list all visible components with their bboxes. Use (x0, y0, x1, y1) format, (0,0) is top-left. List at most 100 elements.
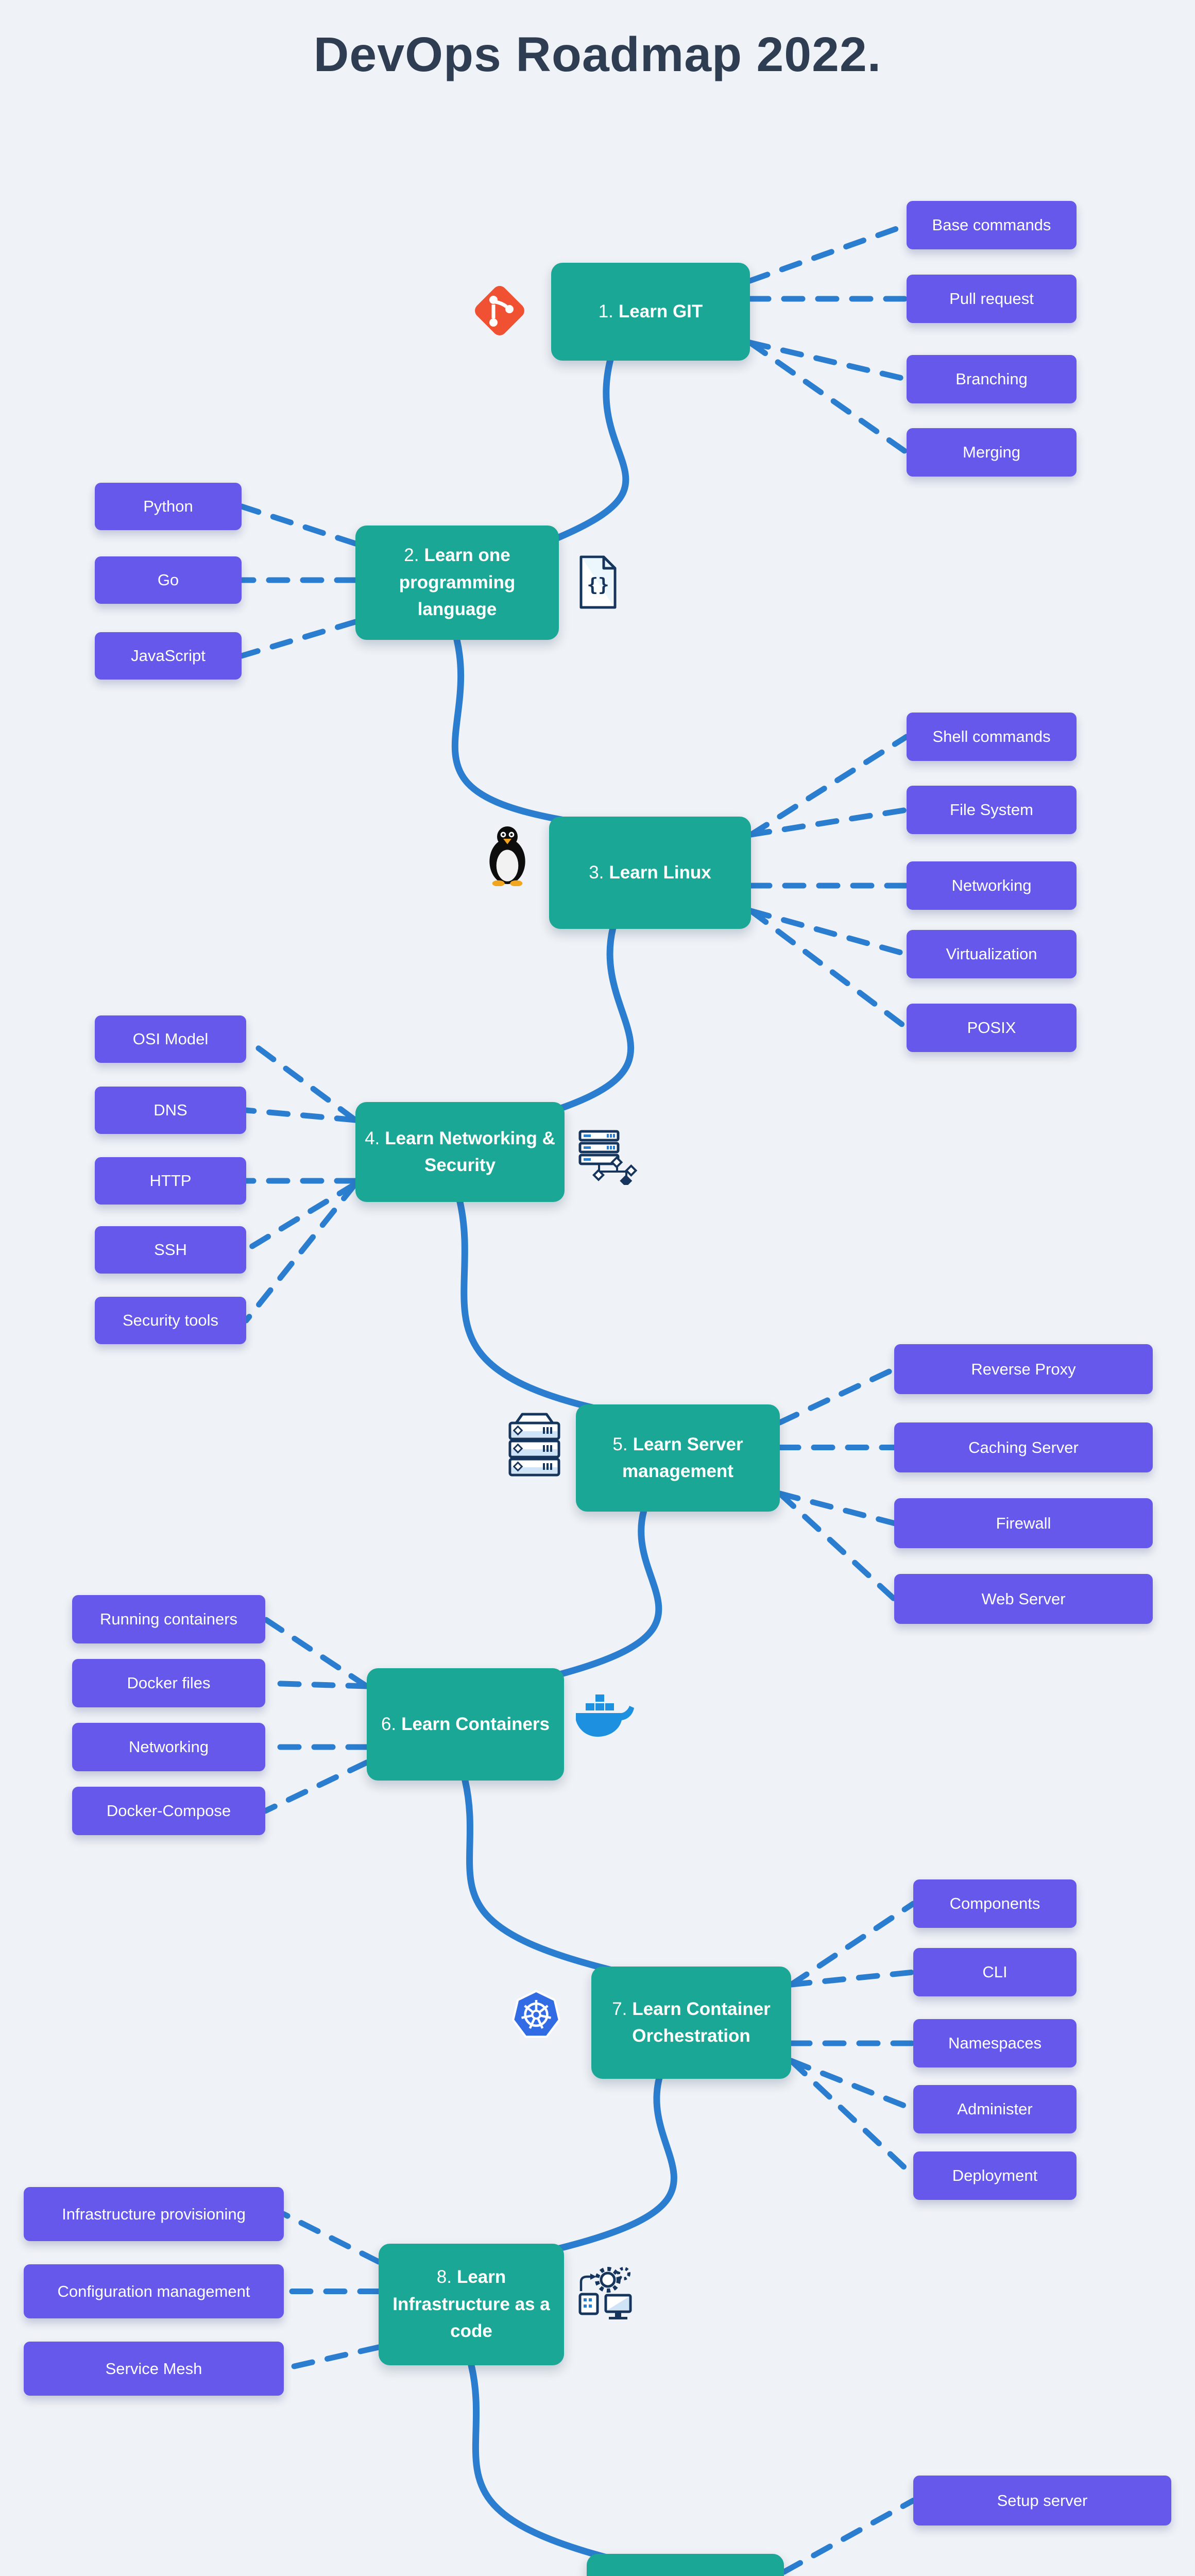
satellite-web-server: Web Server (894, 1574, 1153, 1624)
satellite-label: Go (157, 571, 179, 589)
satellite-label: Docker files (127, 1674, 211, 1692)
satellite-label: Security tools (122, 1311, 219, 1329)
node-learn-containers: 6.Learn Containers (367, 1668, 564, 1781)
satellite-label: POSIX (967, 1019, 1016, 1037)
dashed-connector (262, 1680, 370, 1689)
node-title: Learn Infrastructure as a code (392, 2267, 550, 2342)
satellite-label: Networking (128, 1738, 209, 1756)
satellite-branching: Branching (907, 355, 1077, 403)
satellite-namespaces: Namespaces (913, 2019, 1077, 2067)
satellite-label: OSI Model (132, 1030, 209, 1048)
satellite-label: CLI (982, 1963, 1008, 1981)
node-number: 2. (404, 545, 419, 566)
satellite-label: Namespaces (948, 2034, 1042, 2052)
dashed-connector (748, 908, 910, 1031)
satellite-label: Configuration management (57, 2282, 250, 2300)
dashed-connector (238, 619, 358, 659)
satellite-python: Python (95, 483, 242, 530)
satellite-networking-containers: Networking (72, 1723, 265, 1771)
flow-curve (462, 1777, 616, 1974)
dashed-connector (788, 1969, 916, 1988)
node-label: 2.Learn one programming language (365, 542, 550, 623)
dashed-connector (788, 2058, 916, 2179)
dashed-connector (777, 1490, 897, 1526)
dashed-connector (262, 1616, 370, 1689)
node-number: 5. (612, 1434, 628, 1454)
satellite-label: File System (950, 801, 1033, 819)
satellite-label: Base commands (932, 216, 1051, 234)
satellite-merging: Merging (907, 428, 1077, 477)
flow-curve (451, 636, 581, 826)
satellite-service-mesh: Service Mesh (24, 2342, 284, 2396)
dashed-connector (243, 1181, 358, 1253)
satellite-components: Components (913, 1879, 1077, 1928)
node-title: Learn GIT (618, 301, 703, 321)
satellite-label: Components (949, 1894, 1040, 1912)
satellite-setup-server: Setup server (913, 2476, 1171, 2526)
satellite-label: HTTP (149, 1172, 192, 1190)
flow-curve (556, 2074, 677, 2252)
node-title: Learn Containers (401, 1714, 550, 1734)
satellite-label: Setup server (997, 2491, 1088, 2510)
dashed-connector (788, 2058, 916, 2112)
satellite-label: Running containers (99, 1610, 238, 1628)
dashed-connector (777, 1366, 897, 1426)
flow-curve (556, 1507, 662, 1678)
node-title: Learn one programming language (399, 545, 516, 620)
dashed-connector (748, 734, 910, 838)
server-rack-icon (505, 1412, 564, 1479)
satellite-http: HTTP (95, 1157, 246, 1205)
dashed-connector (747, 222, 910, 284)
satellite-label: Web Server (981, 1589, 1066, 1608)
satellite-label: SSH (154, 1241, 187, 1259)
dashed-connector (748, 807, 910, 838)
flow-curves (451, 356, 677, 2561)
flow-curve (468, 2362, 610, 2561)
node-title: Learn Container Orchestration (632, 1998, 771, 2046)
page-title: DevOps Roadmap 2022. (313, 27, 882, 82)
satellite-osi-model: OSI Model (95, 1015, 246, 1063)
node-number: 1. (598, 301, 613, 321)
node-learn-server-management: 5.Learn Server management (576, 1404, 780, 1512)
node-label: 5.Learn Server management (585, 1431, 771, 1485)
dashed-connector (777, 1490, 897, 1602)
satellite-docker-files: Docker files (72, 1659, 265, 1707)
svg-text:{}: {} (587, 574, 609, 596)
node-label: 3.Learn Linux (589, 859, 711, 887)
network-security-icon (577, 1128, 638, 1185)
satellite-label: Virtualization (946, 945, 1037, 963)
code-file-icon: {} (577, 554, 619, 611)
satellite-label: Shell commands (932, 727, 1051, 745)
dashed-connector (262, 1759, 370, 1814)
flow-curve (556, 924, 635, 1112)
node-label: 6.Learn Containers (381, 1711, 550, 1738)
satellite-label: Infrastructure provisioning (62, 2205, 246, 2223)
node-label: 7.Learn Container Orchestration (601, 1996, 782, 2050)
node-number: 6. (381, 1714, 397, 1734)
satellite-reverse-proxy: Reverse Proxy (894, 1344, 1153, 1394)
dashed-connector (281, 2344, 382, 2371)
satellite-virtualization: Virtualization (907, 930, 1077, 978)
satellite-file-system: File System (907, 786, 1077, 834)
git-icon (469, 277, 531, 344)
dashed-connector (747, 340, 910, 382)
node-label: 8.Learn Infrastructure as a code (388, 2264, 555, 2345)
node-learn-programming-language: 2.Learn one programming language (355, 526, 559, 640)
dashed-connector (243, 1181, 358, 1324)
satellite-docker-compose: Docker-Compose (72, 1787, 265, 1835)
satellite-label: Reverse Proxy (971, 1360, 1076, 1378)
satellite-label: Python (143, 497, 193, 515)
satellite-label: Merging (963, 443, 1020, 461)
satellite-configuration-management: Configuration management (24, 2264, 284, 2318)
node-label: 4.Learn Networking & Security (365, 1125, 555, 1179)
docker-whale-icon (573, 1692, 635, 1741)
node-learn-container-orchestration: 7.Learn Container Orchestration (591, 1967, 791, 2079)
satellite-caching-server: Caching Server (894, 1422, 1153, 1472)
satellite-networking: Networking (907, 861, 1077, 910)
iac-gear-icon (576, 2264, 637, 2321)
satellite-running-containers: Running containers (72, 1595, 265, 1643)
node-title: Learn Networking & Security (385, 1128, 555, 1176)
node-number: 7. (612, 1998, 627, 2019)
flow-curve (553, 356, 629, 542)
node-label: 1.Learn GIT (599, 298, 703, 326)
